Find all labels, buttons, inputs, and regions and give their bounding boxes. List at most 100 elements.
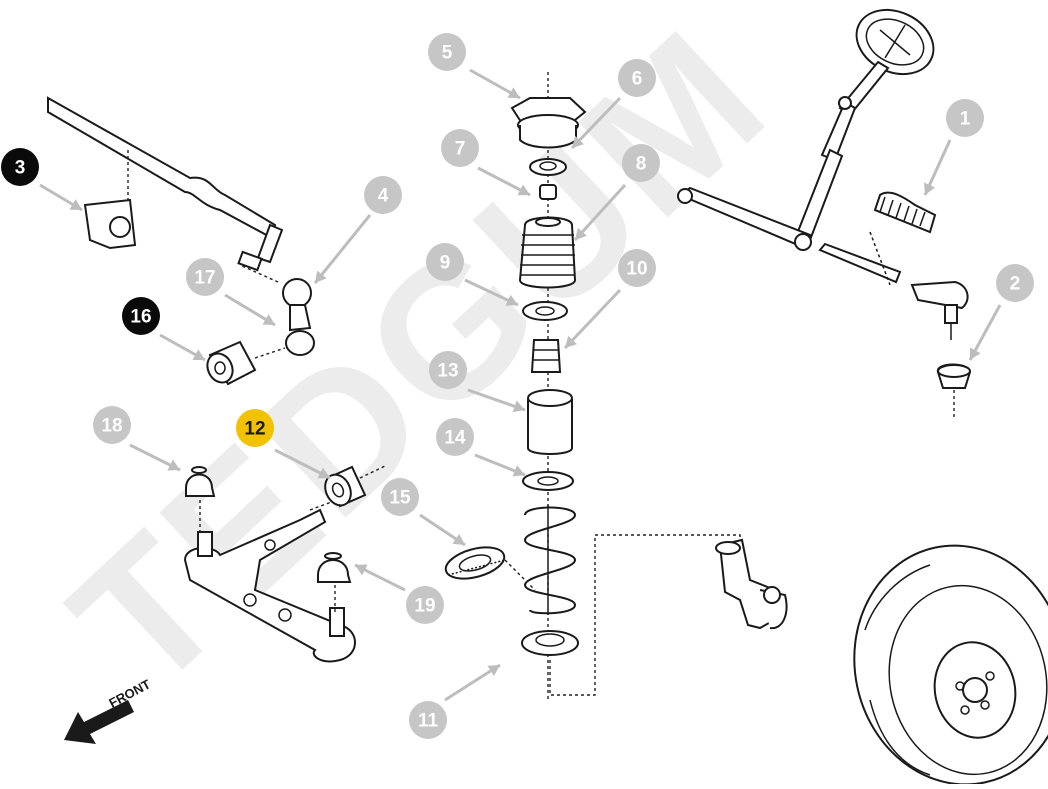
callout-3[interactable]: 3 [1, 148, 39, 186]
stabilizer-link[interactable] [239, 264, 315, 356]
bump-stop-top[interactable] [539, 184, 557, 200]
callout-badge-19[interactable] [406, 586, 444, 624]
callout-9[interactable]: 9 [426, 243, 464, 281]
callout-label-7: 7 [455, 139, 466, 160]
callout-label-16: 16 [130, 307, 151, 328]
leader-arrow-6 [570, 96, 622, 150]
callout-badge-5[interactable] [428, 33, 466, 71]
leader-arrowhead-18 [167, 459, 180, 471]
leader-arrowhead-9 [505, 294, 518, 306]
callout-14[interactable]: 14 [436, 418, 474, 456]
callout-label-14: 14 [444, 428, 466, 449]
callout-badge-13[interactable] [429, 351, 467, 389]
callout-8[interactable]: 8 [622, 144, 660, 182]
lower-spring-seat[interactable] [522, 471, 574, 491]
leader-arrowhead-15 [452, 533, 465, 545]
callout-badge-4[interactable] [364, 176, 402, 214]
callout-4[interactable]: 4 [364, 176, 402, 214]
callout-label-13: 13 [437, 361, 458, 382]
callout-10[interactable]: 10 [618, 249, 656, 287]
strut-body[interactable] [527, 389, 573, 455]
wheel-tire[interactable] [832, 526, 1048, 786]
callout-badge-7[interactable] [441, 129, 479, 167]
callout-badge-1[interactable] [946, 99, 984, 137]
callout-badge-8[interactable] [622, 144, 660, 182]
callout-1[interactable]: 1 [946, 99, 984, 137]
leader-arrowhead-8 [575, 227, 587, 240]
callout-label-6: 6 [632, 69, 643, 90]
control-arm[interactable] [183, 494, 356, 663]
leader-arrowhead-6 [572, 135, 584, 148]
leader-arrow-8 [573, 183, 627, 242]
leader-arrowhead-1 [924, 182, 936, 195]
callout-label-18: 18 [101, 416, 122, 437]
tie-rod-end[interactable] [910, 280, 969, 340]
ball-joint-boot[interactable] [937, 363, 972, 419]
leader-arrowhead-10 [565, 335, 577, 348]
callout-badge-12[interactable] [236, 409, 274, 447]
callout-5[interactable]: 5 [428, 33, 466, 71]
callout-17[interactable]: 17 [186, 258, 224, 296]
callout-15[interactable]: 15 [381, 478, 419, 516]
callout-label-10: 10 [626, 259, 647, 280]
ball-joint-boot-19[interactable] [317, 552, 352, 612]
front-direction: FRONT [64, 676, 153, 744]
spring-seat[interactable] [522, 301, 568, 321]
steering-column[interactable] [795, 60, 890, 242]
callout-6[interactable]: 6 [618, 59, 656, 97]
callout-badge-10[interactable] [618, 249, 656, 287]
callout-label-8: 8 [636, 154, 647, 175]
callout-label-4: 4 [378, 186, 389, 207]
ball-joint-boot-18[interactable] [185, 466, 216, 532]
strut-bearing[interactable] [529, 158, 567, 176]
leader-arrowhead-16 [192, 349, 205, 360]
stabilizer-bushing[interactable] [83, 198, 137, 250]
callout-16[interactable]: 16 [122, 297, 160, 335]
callout-label-5: 5 [442, 43, 453, 64]
callout-label-12: 12 [244, 419, 265, 440]
lower-spring-pad[interactable] [521, 534, 741, 696]
callout-2[interactable]: 2 [996, 264, 1034, 302]
callout-badge-15[interactable] [381, 478, 419, 516]
steering-knuckle[interactable] [715, 538, 788, 630]
strut-mount[interactable] [510, 97, 587, 149]
callout-13[interactable]: 13 [429, 351, 467, 389]
callout-label-2: 2 [1010, 274, 1021, 295]
callout-badge-3[interactable] [1, 148, 39, 186]
callout-badge-18[interactable] [93, 406, 131, 444]
leader-arrowhead-3 [69, 199, 82, 210]
callout-badge-6[interactable] [618, 59, 656, 97]
callout-18[interactable]: 18 [93, 406, 131, 444]
steering-rack[interactable] [677, 186, 902, 284]
leader-arrow-4 [313, 214, 372, 284]
steering-wheel[interactable] [846, 0, 944, 86]
leader-arrowhead-17 [262, 314, 275, 325]
callout-label-3: 3 [15, 158, 26, 179]
callout-label-11: 11 [418, 711, 439, 732]
callout-badge-2[interactable] [996, 264, 1034, 302]
callout-badge-14[interactable] [436, 418, 474, 456]
callout-11[interactable]: 11 [409, 701, 447, 739]
spring-bearing[interactable] [442, 542, 536, 591]
callout-badge-9[interactable] [426, 243, 464, 281]
arm-bushing[interactable] [320, 465, 386, 510]
callout-label-9: 9 [440, 253, 451, 274]
stabilizer-bar[interactable] [47, 96, 284, 272]
callout-19[interactable]: 19 [406, 586, 444, 624]
link-bushing[interactable] [203, 340, 286, 387]
leader-arrowhead-19 [355, 564, 368, 576]
bump-stop[interactable] [530, 339, 562, 373]
rack-boot[interactable] [869, 191, 937, 286]
front-arrow-icon [64, 700, 134, 744]
callout-7[interactable]: 7 [441, 129, 479, 167]
callout-12[interactable]: 12 [236, 409, 274, 447]
callout-badge-16[interactable] [122, 297, 160, 335]
callout-label-19: 19 [414, 596, 435, 617]
callout-badge-11[interactable] [409, 701, 447, 739]
callout-badge-17[interactable] [186, 258, 224, 296]
leader-arrowhead-5 [507, 87, 520, 98]
coil-spring[interactable] [523, 505, 577, 615]
dust-boot[interactable] [518, 216, 577, 289]
